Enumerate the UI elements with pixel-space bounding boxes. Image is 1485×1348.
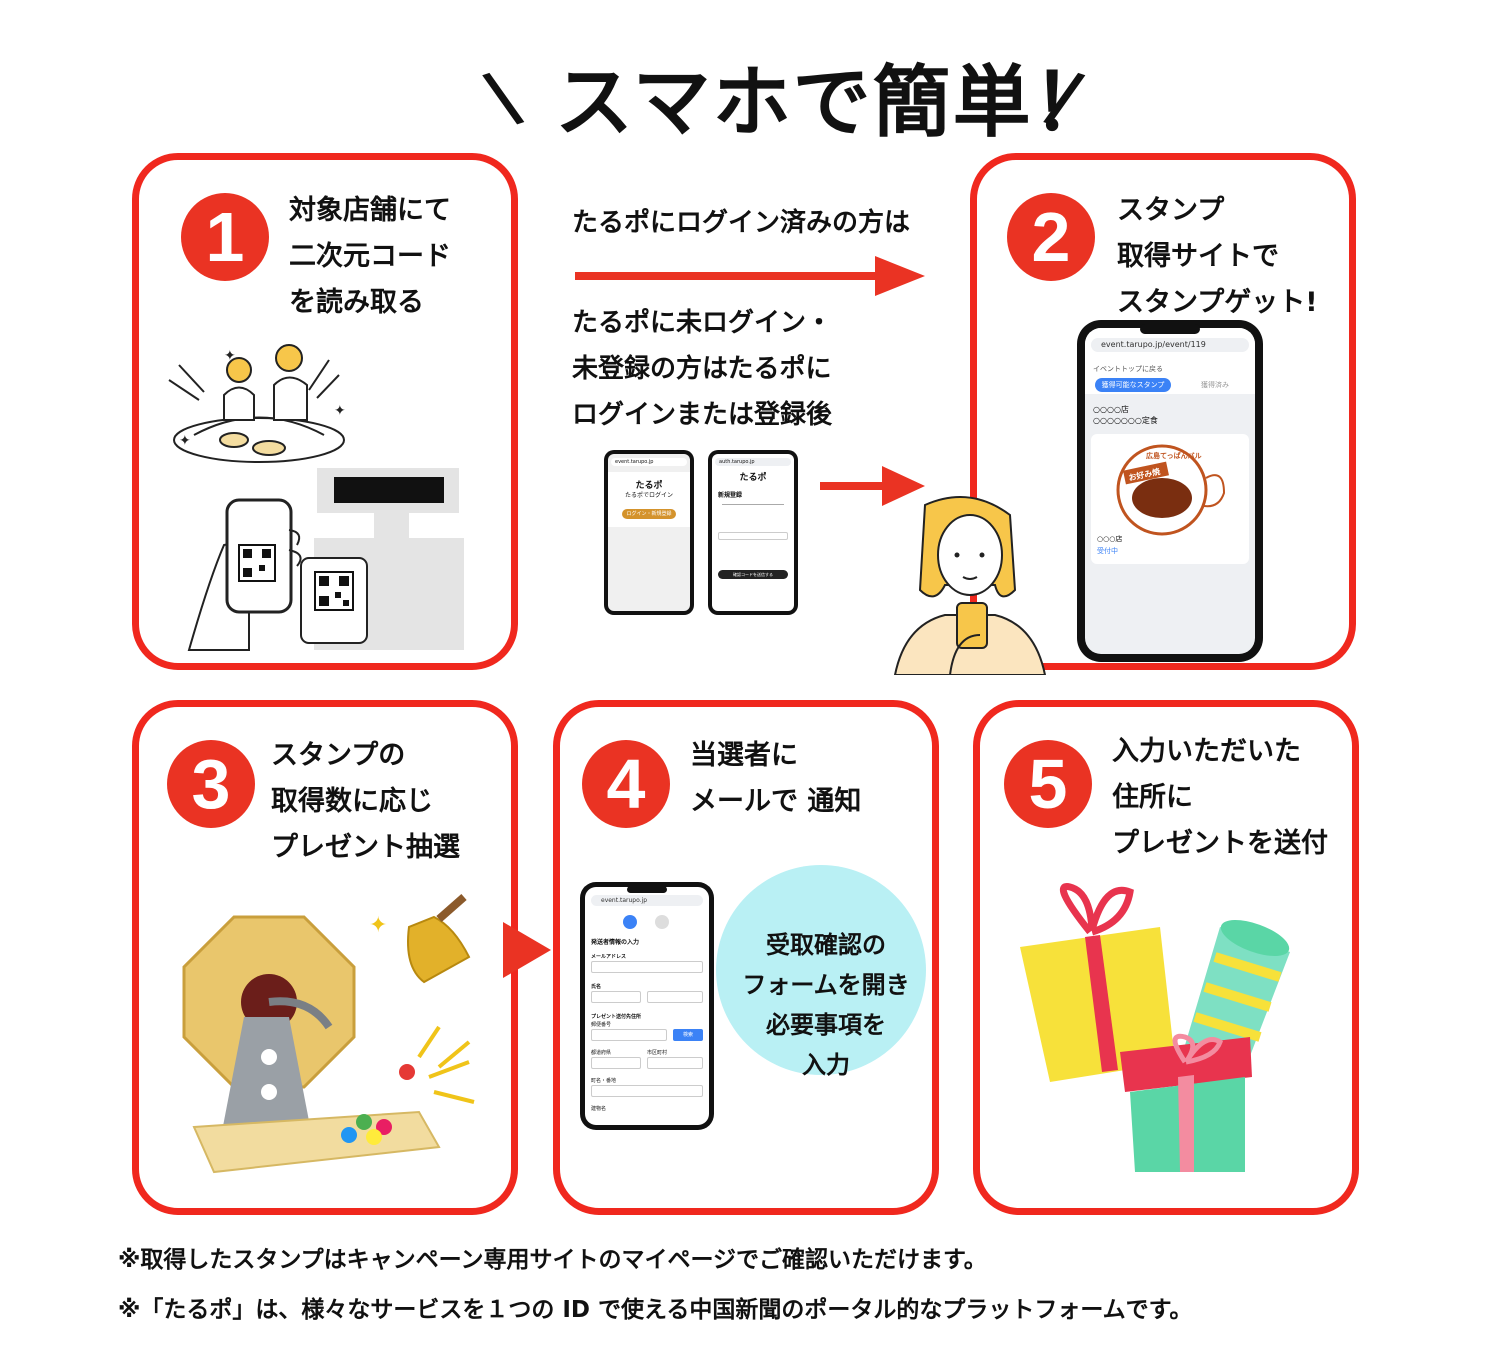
gift-box-icon <box>1020 883 1290 1172</box>
stamp-card[interactable]: お好み焼 広島てっぱんバル ○○○店 受付中 <box>1091 434 1249 564</box>
email-label: メールアドレス <box>591 954 627 960</box>
info-bubble <box>716 865 926 1075</box>
register-url: auth.tarupo.jp <box>715 458 791 466</box>
step-1-card: 1 対象店舗にて 二次元コード を読み取る ✦ ✦ ✦ <box>132 153 518 670</box>
arrow-right-icon <box>820 466 925 506</box>
city-label: 市区町村 <box>647 1050 668 1056</box>
back-link[interactable]: イベントトップに戻る <box>1093 365 1163 373</box>
svg-text:✦: ✦ <box>334 403 346 419</box>
restaurant-illustration: ✦ ✦ ✦ <box>168 344 464 651</box>
page-title: スマホで簡単！ <box>555 58 1113 148</box>
arrow-right-icon <box>575 256 925 296</box>
shop-name: ○○○○店 <box>1093 405 1129 414</box>
register-logo: たるポ <box>739 473 767 483</box>
login-logo: たるポ <box>635 481 663 491</box>
building-label: 建物名 <box>591 1106 607 1112</box>
search-button[interactable]: 検索 <box>673 1029 703 1041</box>
step-number: 5 <box>1004 740 1092 828</box>
name-label: 氏名 <box>591 984 602 990</box>
last-name-field[interactable] <box>591 991 641 1003</box>
svg-text:✦: ✦ <box>369 913 387 938</box>
street-label: 町名・番地 <box>591 1078 617 1084</box>
dish-name: ○○○○○○○定食 <box>1093 416 1158 425</box>
street-field[interactable] <box>591 1085 703 1097</box>
svg-text:✦: ✦ <box>224 348 236 364</box>
lottery-machine-icon: ✦ <box>182 893 475 1174</box>
stamp-title: 広島てっぱんバル <box>1146 451 1202 460</box>
city-field[interactable] <box>647 1057 703 1069</box>
note-1: ※取得したスタンプはキャンペーン専用サイトのマイページでご確認いただけます。 <box>118 1247 987 1273</box>
step-description: 当選者に メールで 通知 <box>690 740 862 817</box>
step-number: 1 <box>181 193 269 281</box>
form-url: event.tarupo.jp <box>591 895 703 906</box>
email-field[interactable] <box>591 961 703 973</box>
step-5-card: 5 入力いただいた 住所に プレゼントを送付 <box>973 700 1359 1215</box>
stamp-url: event.tarupo.jp/event/119 <box>1091 338 1249 352</box>
form-phone: event.tarupo.jp 発送者情報の入力 メールアドレス 氏名 プレゼン… <box>580 882 714 1130</box>
first-name-field[interactable] <box>647 991 703 1003</box>
step-3-card: 3 スタンプの 取得数に応じ プレゼント抽選 ✦ <box>132 700 518 1215</box>
arrow-right-icon <box>503 922 551 978</box>
form-heading: 発送者情報の入力 <box>591 939 640 946</box>
tab-available[interactable]: 獲得可能なスタンプ <box>1095 378 1171 392</box>
register-icon <box>655 915 669 929</box>
register-phone: auth.tarupo.jp たるポ 新規登録 確認コードを送信する <box>708 450 798 615</box>
register-button[interactable]: 確認コードを送信する <box>718 570 788 579</box>
step-description: 対象店舗にて 二次元コード を読み取る <box>289 195 451 318</box>
pref-select[interactable] <box>591 1057 641 1069</box>
postal-label: 郵便番号 <box>591 1022 612 1028</box>
step-description: スタンプ 取得サイトで スタンプゲット! <box>1117 195 1318 318</box>
register-heading: 新規登録 <box>718 492 743 499</box>
login-button[interactable]: ログイン・新規登録 <box>622 509 676 519</box>
svg-text:✦: ✦ <box>179 433 191 449</box>
stamp-phone: event.tarupo.jp/event/119 イベントトップに戻る 獲得可… <box>1077 320 1263 662</box>
postal-field[interactable] <box>591 1029 667 1041</box>
stamp-shop: ○○○店 <box>1097 535 1123 543</box>
login-url: event.tarupo.jp <box>611 458 687 466</box>
headline-slash-left: \ <box>477 54 528 140</box>
step-description: スタンプの 取得数に応じ プレゼント抽選 <box>271 740 460 863</box>
qr-code-icon <box>314 571 354 611</box>
note-2: ※「たるポ」は、様々なサービスを１つの ID で使える中国新聞のポータル的なプラ… <box>118 1297 1193 1323</box>
headline: \ スマホで簡単！ / <box>0 38 1485 148</box>
bell-icon <box>407 893 471 984</box>
step-number: 4 <box>582 740 670 828</box>
bubble-text: 受取確認の フォームを開き 必要事項を 入力 <box>742 931 910 1079</box>
tab-acquired[interactable]: 獲得済み <box>1201 381 1229 389</box>
login-phone: event.tarupo.jp たるポ たるポでログイン ログイン・新規登録 <box>604 450 694 615</box>
stamp-status: 受付中 <box>1097 547 1118 555</box>
logged-in-text: たるポにログイン済みの方は <box>572 208 911 238</box>
address-label: プレゼント送付先住所 <box>591 1014 642 1020</box>
not-logged-in-text: たるポに未ログイン・ 未登録の方はたるポに ログインまたは登録後 <box>572 308 833 430</box>
pref-label: 都道府県 <box>591 1050 612 1056</box>
step-description: 入力いただいた 住所に プレゼントを送付 <box>1112 736 1328 859</box>
step-number: 3 <box>167 740 255 828</box>
woman-illustration <box>893 496 1047 675</box>
step-number: 2 <box>1007 193 1095 281</box>
login-heading: たるポでログイン <box>624 492 673 499</box>
stamp-image: お好み焼 広島てっぱんバル <box>1116 444 1226 536</box>
step-2-card: 2 スタンプ 取得サイトで スタンプゲット! event.tarupo.jp/e… <box>970 153 1356 670</box>
